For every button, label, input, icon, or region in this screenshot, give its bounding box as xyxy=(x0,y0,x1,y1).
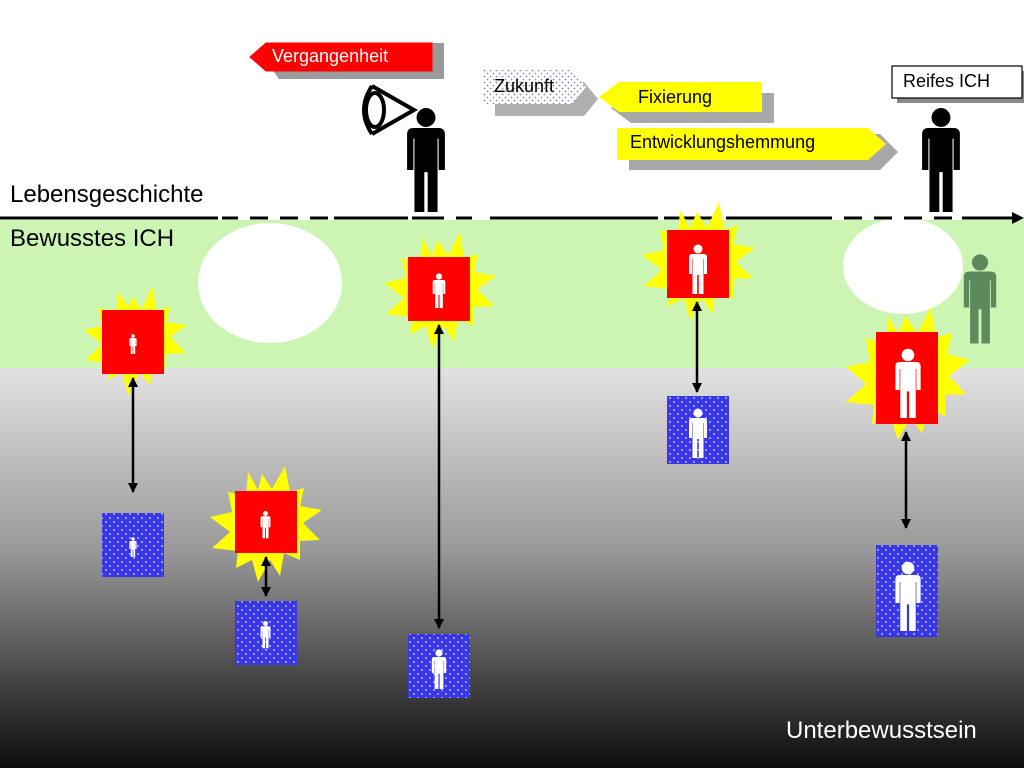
timeline-arrow xyxy=(0,212,1024,224)
inhibition-tag-label: Entwicklungshemmung xyxy=(630,132,816,152)
fixation-tag xyxy=(599,82,774,123)
subconscious-band xyxy=(0,368,1024,768)
future-tag-label: Zukunft xyxy=(494,76,555,96)
past-tag xyxy=(249,42,444,79)
gap-ellipse xyxy=(198,223,342,343)
inhibition-tag xyxy=(617,128,898,170)
subconscious-label: Unterbewusstsein xyxy=(786,717,977,744)
fixation-tag-label: Fixierung xyxy=(638,87,713,107)
future-tag xyxy=(483,70,598,116)
eye-icon xyxy=(362,84,419,136)
gap-ellipse xyxy=(843,218,963,314)
mature-ego-box xyxy=(891,65,1024,103)
mature-ego-label: Reifes ICH xyxy=(903,71,991,91)
life-history-label: Lebensgeschichte xyxy=(10,181,204,208)
conscious-ego-label: Bewusstes ICH xyxy=(10,225,175,252)
past-tag-label: Vergangenheit xyxy=(272,46,389,66)
